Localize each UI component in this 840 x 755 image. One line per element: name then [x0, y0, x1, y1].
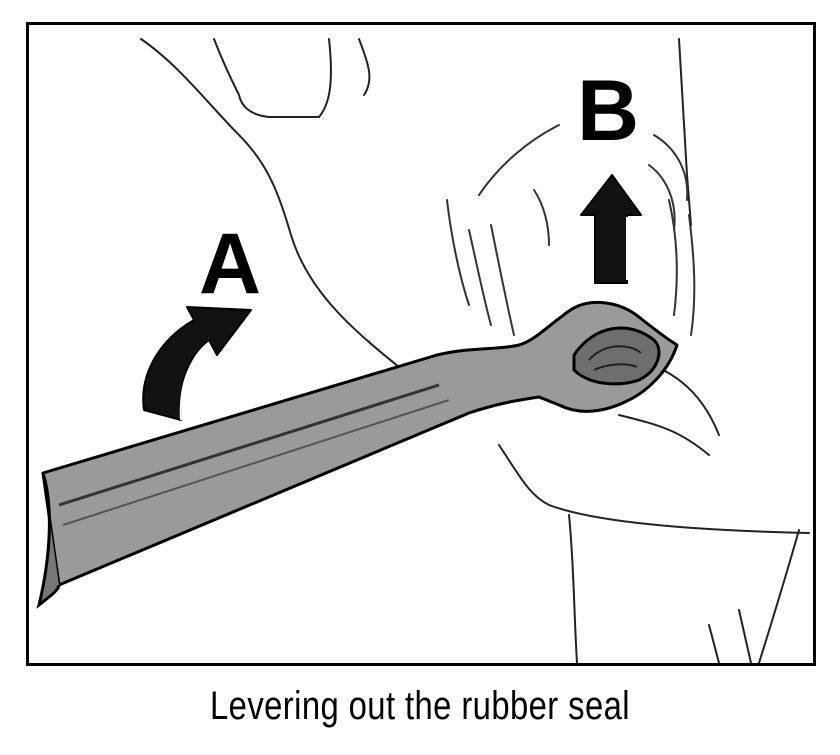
- arrow-b-icon: [580, 174, 642, 284]
- label-a: A: [199, 216, 261, 312]
- motion-lines: [446, 124, 696, 336]
- illustration-frame: A B: [26, 22, 816, 666]
- arrow-a-icon: [142, 306, 252, 421]
- levering-illustration: A B: [36, 38, 810, 663]
- label-b: B: [577, 63, 639, 159]
- lever-tool: [36, 300, 679, 609]
- figure-caption: Levering out the rubber seal: [210, 684, 630, 728]
